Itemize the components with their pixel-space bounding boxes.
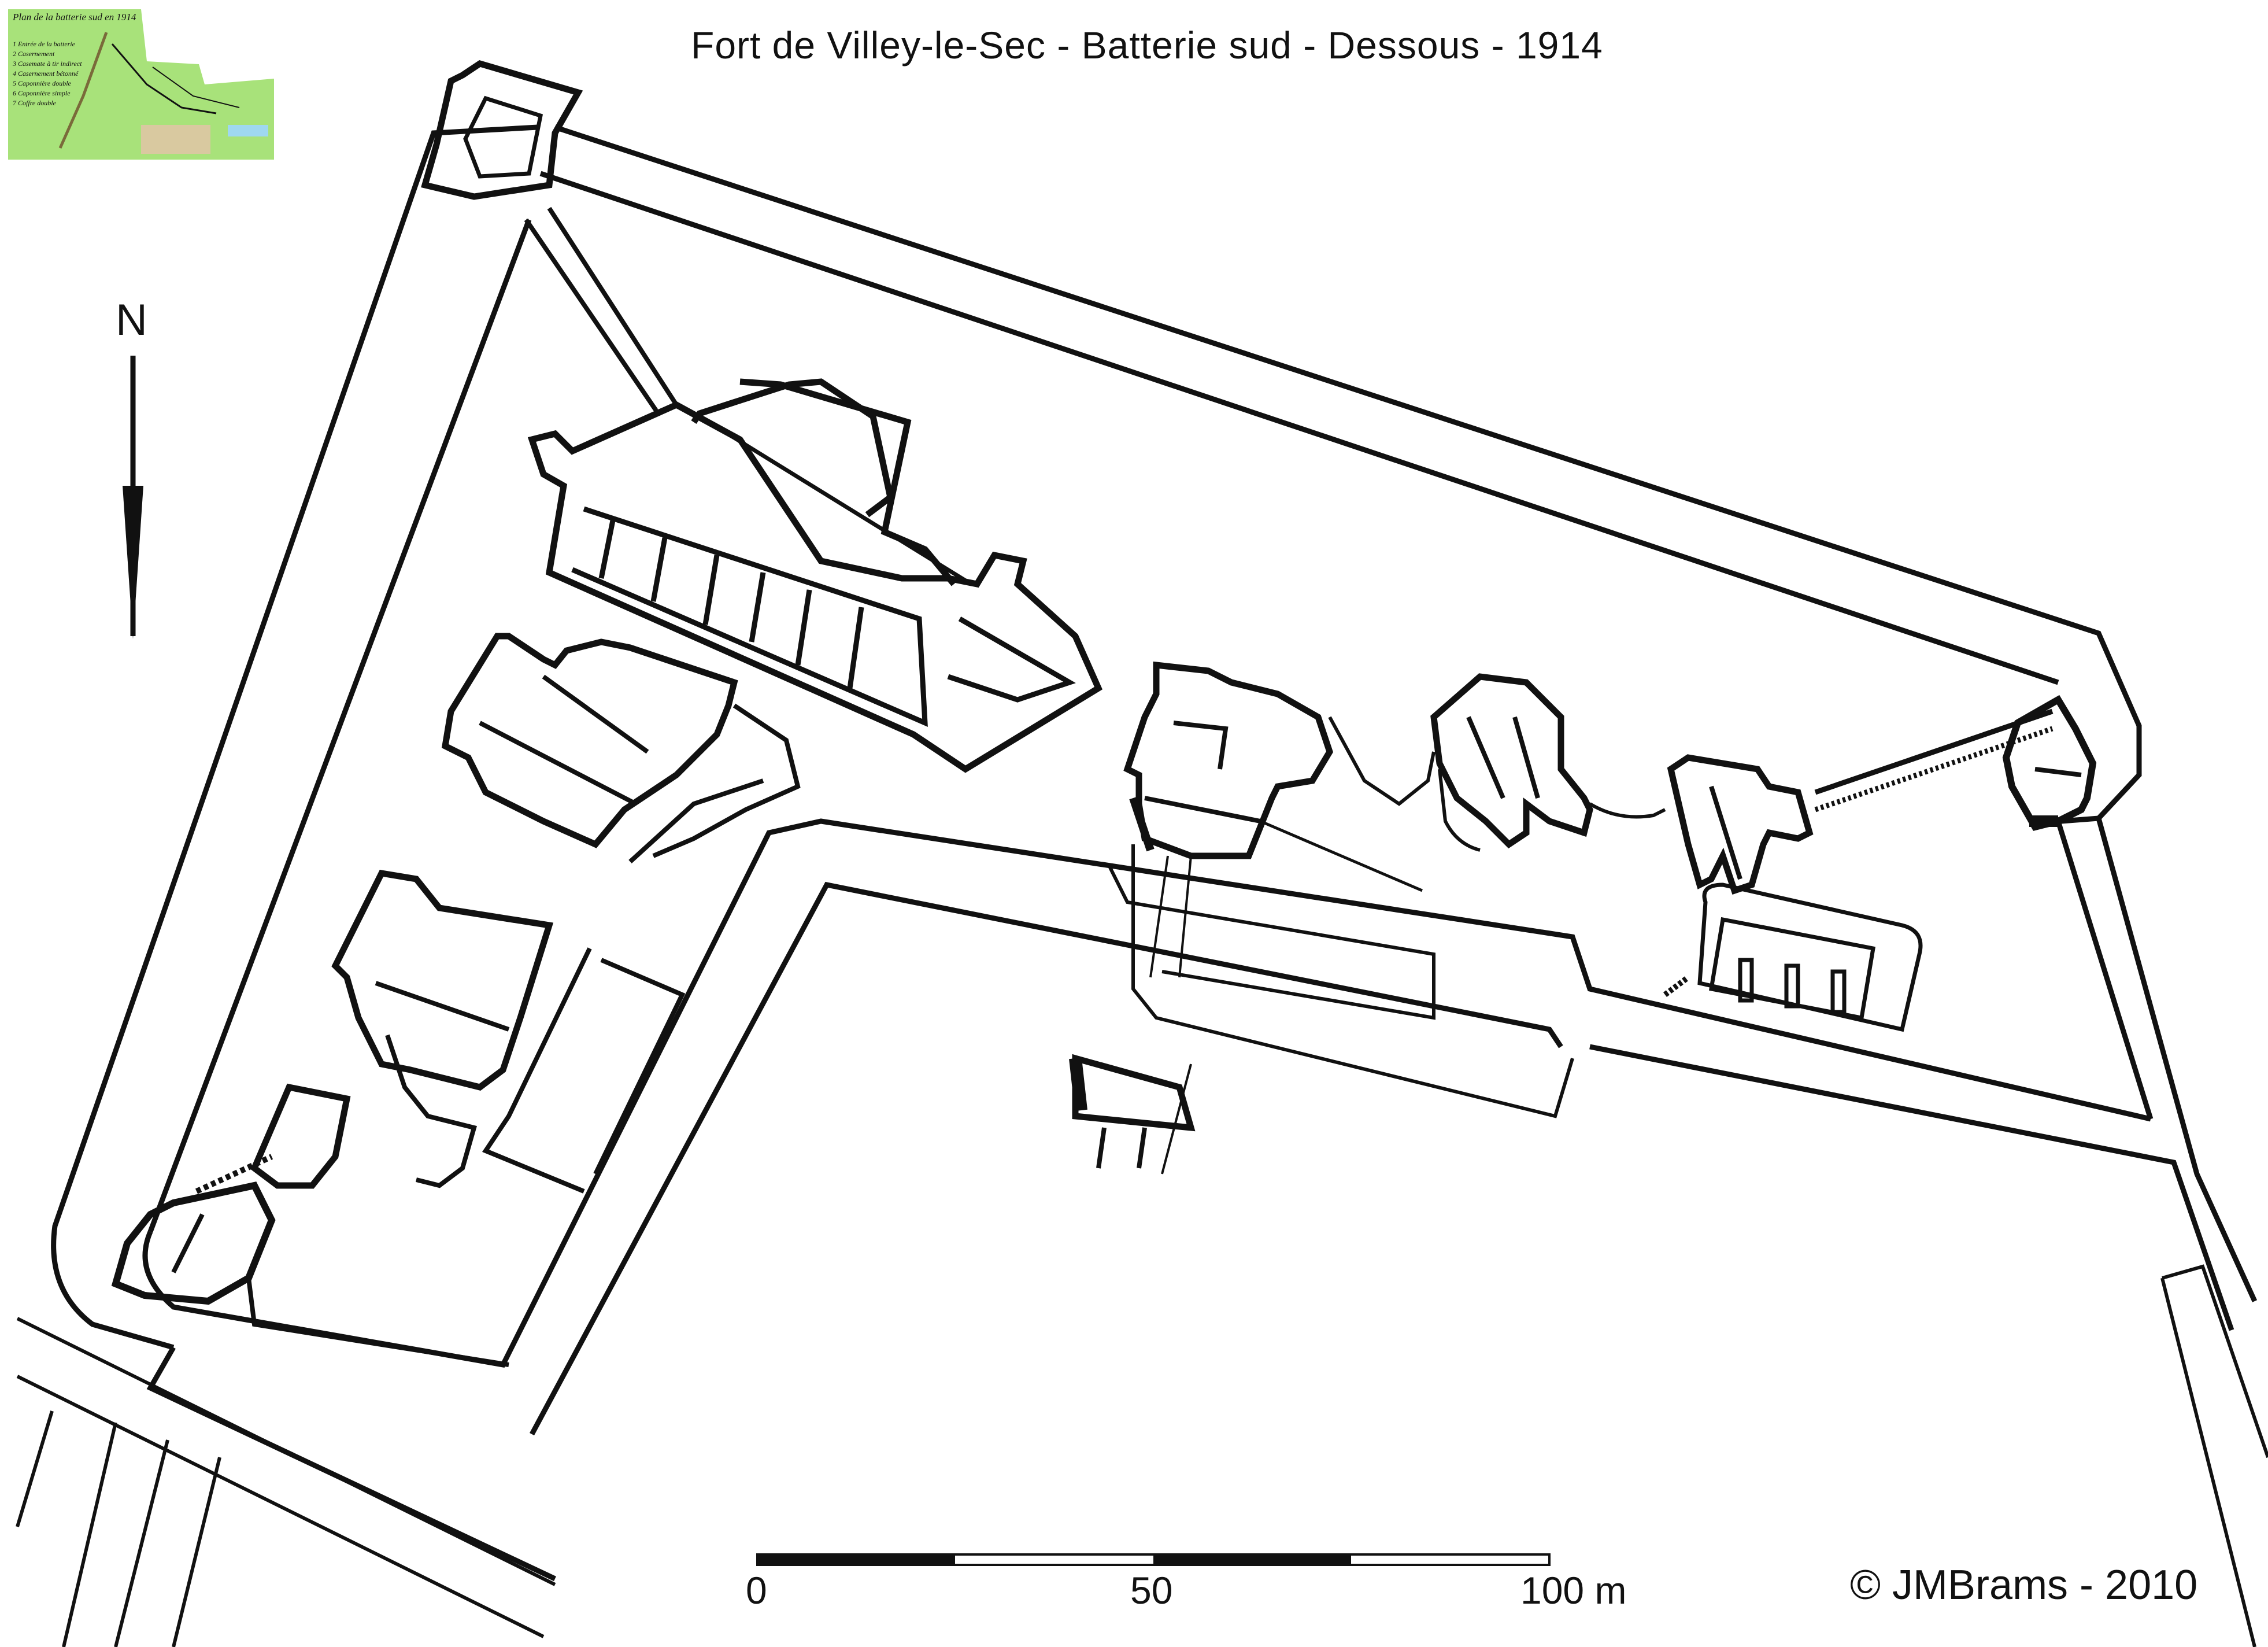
casernement-beton [250, 869, 686, 1194]
sw-bastion [111, 1154, 509, 1367]
north-label: N [116, 296, 147, 345]
central-entrance [1069, 661, 1435, 1175]
nw-bastion [421, 60, 679, 412]
north-arrow [123, 356, 143, 639]
scale-tick-0: 0 [746, 1569, 767, 1612]
legend-item: 1 Entrée de la batterie [13, 40, 75, 48]
legend-item: 3 Casemate à tir indirect [13, 60, 82, 68]
caponniere-double [1430, 673, 1666, 852]
outer-rampart [51, 124, 2258, 1582]
ne-bastion [2002, 695, 2097, 831]
casemate-enclosure [1663, 882, 1923, 1032]
barracks-block [527, 378, 1102, 773]
legend-item: 2 Casernement [13, 50, 55, 58]
scale-tick-100: 100 m [1520, 1569, 1627, 1612]
legend-item: 7 Coffre double [13, 99, 56, 107]
scale-tick-50: 50 [1130, 1569, 1173, 1612]
inset-map-drawing [8, 9, 274, 160]
inset-map: Plan de la batterie sud en 1914 1 Entrée… [8, 9, 274, 160]
inset-legend: 1 Entrée de la batterie 2 Casernement 3 … [13, 39, 82, 108]
scale-bar [756, 1553, 1551, 1566]
casemate-block [441, 378, 894, 863]
caponniere-simple [1667, 708, 2054, 895]
legend-item: 6 Caponnière simple [13, 89, 71, 97]
legend-item: 5 Caponnière double [13, 79, 71, 87]
glacis-lines [16, 844, 2268, 1647]
plan-title: Fort de Villey-le-Sec - Batterie sud - D… [691, 24, 1603, 67]
copyright-notice: © JMBrams - 2010 [1850, 1562, 2198, 1608]
inset-title: Plan de la batterie sud en 1914 [13, 12, 136, 23]
legend-item: 4 Casernement bétonné [13, 69, 79, 77]
